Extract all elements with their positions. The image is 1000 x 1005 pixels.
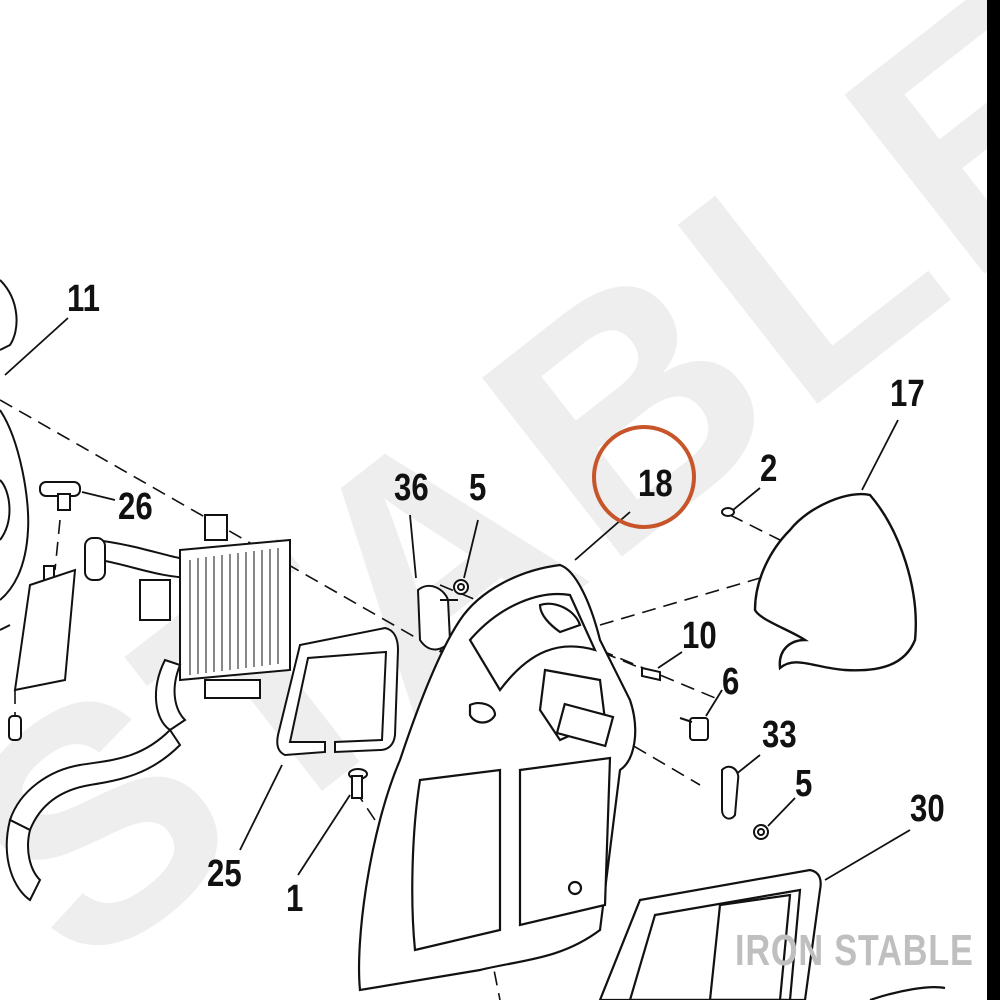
callout-36: 36 — [394, 467, 429, 509]
part-30-bezel — [598, 868, 946, 1002]
callout-17: 17 — [890, 373, 925, 415]
part-11-fender — [0, 279, 30, 601]
callout-26: 26 — [118, 486, 153, 528]
callout-25: 25 — [207, 853, 242, 895]
callout-6: 6 — [722, 661, 740, 703]
part-10-screw — [641, 666, 661, 682]
part-6-fastener — [679, 717, 709, 741]
part-5-nut-lower — [753, 824, 769, 840]
part-2-washer — [721, 507, 735, 517]
highlight-circle-18 — [592, 425, 696, 529]
part-18-fairing-housing — [357, 563, 637, 992]
callout-10: 10 — [682, 615, 717, 657]
callout-18: 18 — [638, 463, 673, 505]
callout-33: 33 — [762, 714, 797, 756]
callout-11: 11 — [67, 278, 100, 320]
brand-watermark: IRON STABLE — [735, 926, 974, 975]
oil-cooler-assembly — [5, 514, 291, 902]
callout-30: 30 — [910, 788, 945, 830]
callout-5-lower: 5 — [795, 763, 813, 805]
callout-1: 1 — [286, 878, 304, 920]
callout-5-upper: 5 — [469, 467, 487, 509]
right-edge-bar — [987, 0, 1000, 1000]
part-25-gasket — [276, 626, 400, 757]
part-26-clip — [0, 481, 81, 741]
part-1-bolt — [348, 768, 368, 799]
part-5-nut-upper — [453, 579, 469, 595]
part-17-headlamp-shell — [753, 492, 917, 672]
part-33-clamp — [721, 765, 740, 820]
callout-2: 2 — [760, 448, 778, 490]
